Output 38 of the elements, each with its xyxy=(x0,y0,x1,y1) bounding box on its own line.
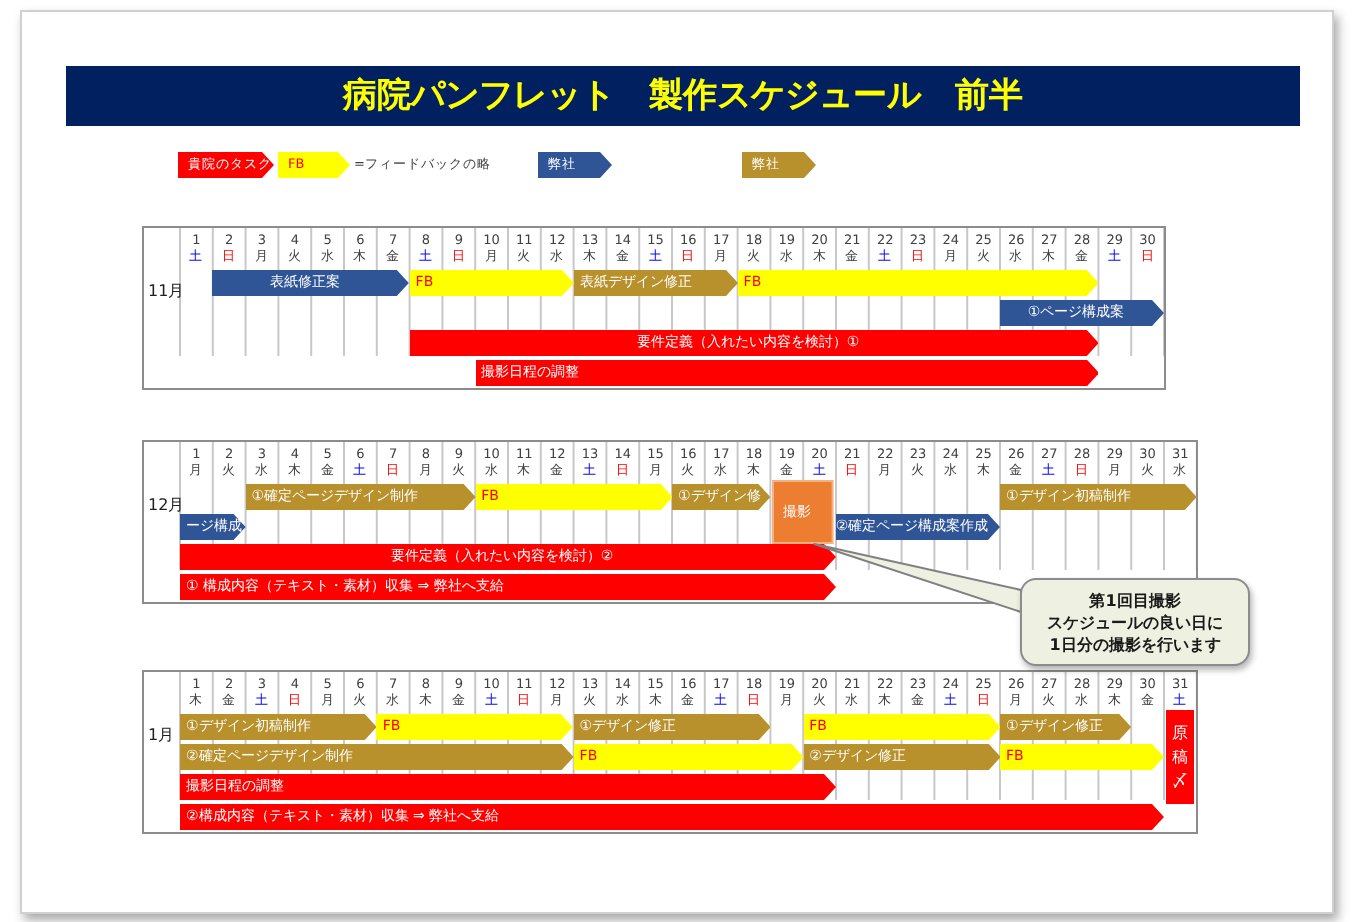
task-bar xyxy=(672,484,771,510)
task-bar xyxy=(573,714,771,740)
task-bar xyxy=(1000,484,1197,510)
task-bar xyxy=(180,774,836,800)
task-bar xyxy=(409,330,1099,356)
task-bar xyxy=(409,270,574,296)
task-bar xyxy=(376,714,574,740)
task-bar xyxy=(245,484,476,510)
task-bar xyxy=(573,270,738,296)
task-bar xyxy=(573,744,804,770)
task-label: 原稿〆 xyxy=(1172,721,1189,793)
task-bar xyxy=(1000,744,1164,770)
task-bar xyxy=(180,714,377,740)
task-bar xyxy=(180,544,836,570)
task-bar xyxy=(475,484,672,510)
task-bar xyxy=(1000,300,1164,326)
month-label: 1月 xyxy=(148,728,175,744)
task-box xyxy=(1166,710,1195,804)
schedule-table xyxy=(142,226,1166,390)
callout-heading: 第1回目撮影 xyxy=(1089,589,1181,611)
task-bar xyxy=(180,574,836,600)
title-banner: 病院パンフレット 製作スケジュール 前半 xyxy=(66,66,1300,126)
callout-pointer xyxy=(813,543,1022,613)
callout-text: スケジュールの良い日に1日分の撮影を行います xyxy=(1045,611,1225,655)
task-bar xyxy=(180,744,574,770)
task-bar xyxy=(803,714,1000,740)
task-bar xyxy=(212,270,410,296)
task-bar xyxy=(737,270,1099,296)
task-bar xyxy=(803,744,1000,770)
month-label: 12月 xyxy=(148,498,185,514)
task-bar xyxy=(180,514,246,540)
task-bar xyxy=(475,360,1099,386)
task-bar xyxy=(1000,714,1132,740)
schedule-table xyxy=(142,670,1199,834)
callout-box xyxy=(1020,578,1250,666)
month-label: 11月 xyxy=(148,284,185,300)
task-bar xyxy=(180,804,1164,830)
task-box xyxy=(772,480,834,544)
